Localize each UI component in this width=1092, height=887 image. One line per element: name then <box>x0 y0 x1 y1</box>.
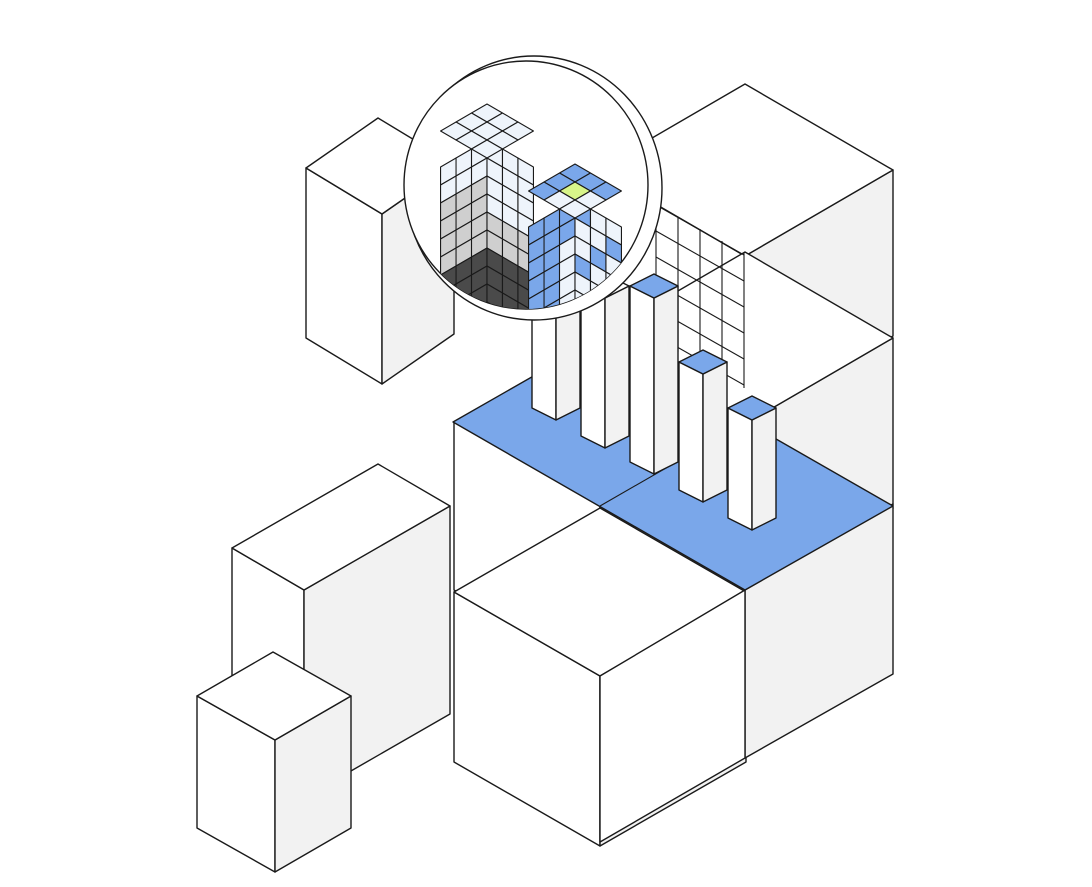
bar-right-face <box>653 285 679 475</box>
grid-line-h <box>655 256 745 308</box>
cube-top-face <box>231 463 451 591</box>
magnifying-glass-icon <box>403 55 663 321</box>
bar-left-face <box>678 361 704 503</box>
cube-small <box>196 651 352 873</box>
bar-right-face <box>702 361 728 503</box>
cube-front-right-left-face <box>599 589 746 843</box>
bar-left-face <box>580 285 606 449</box>
bar-2 <box>580 273 630 449</box>
grid-line-h <box>655 230 745 282</box>
bar-top-face <box>727 395 777 421</box>
voxel-top <box>558 199 592 219</box>
bar-4 <box>678 349 728 503</box>
bar-top-face <box>629 273 679 299</box>
bar-left-face <box>727 407 753 531</box>
lens-content <box>440 103 622 309</box>
cube-upper-left <box>305 117 455 385</box>
grid-line-h <box>655 204 745 256</box>
bar-5 <box>727 395 777 531</box>
bar-top-face <box>678 349 728 375</box>
bar-cluster <box>531 273 777 531</box>
bar-right-face <box>751 407 777 531</box>
bar-3 <box>629 273 679 475</box>
cube-top-face <box>196 651 352 741</box>
voxel-right <box>486 283 504 309</box>
bar-left-face <box>629 285 655 475</box>
voxel-tower-gray <box>440 103 534 309</box>
bar-right-face <box>604 285 630 449</box>
voxel-right <box>501 292 519 309</box>
voxel-top <box>470 139 504 159</box>
